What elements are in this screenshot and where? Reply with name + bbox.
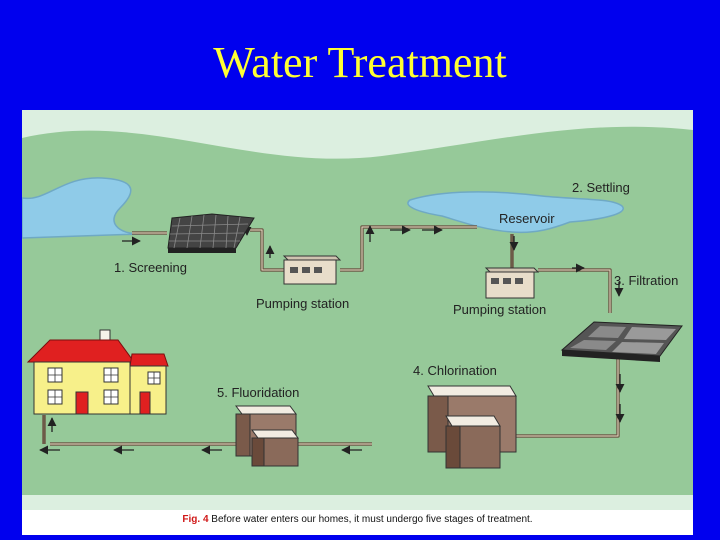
pumping-station-2 (484, 267, 540, 299)
label-reservoir: Reservoir (499, 211, 555, 226)
figure-panel: 1. Screening 2. Settling Reservoir 3. Fi… (22, 110, 693, 535)
chlorination-plant (427, 385, 517, 469)
slide-title: Water Treatment (213, 38, 507, 87)
reservoir-lake (407, 191, 624, 234)
river (22, 177, 141, 239)
figure-caption: Fig. 4 Before water enters our homes, it… (22, 514, 693, 525)
pumping-station-1 (282, 255, 342, 285)
caption-figure-number: Fig. 4 (182, 514, 209, 525)
caption-text: Before water enters our homes, it must u… (208, 514, 533, 525)
fluoridation-plant (235, 405, 299, 467)
label-chlorination: 4. Chlorination (413, 363, 497, 378)
label-pumping-station-1: Pumping station (256, 296, 349, 311)
filtration-beds (560, 321, 683, 362)
screening-filter (167, 213, 255, 253)
label-fluoridation: 5. Fluoridation (217, 385, 299, 400)
water-treatment-diagram: 1. Screening 2. Settling Reservoir 3. Fi… (22, 110, 693, 510)
label-screening: 1. Screening (114, 260, 187, 275)
house (26, 329, 169, 415)
label-filtration: 3. Filtration (614, 273, 678, 288)
label-settling: 2. Settling (572, 180, 630, 195)
label-pumping-station-2: Pumping station (453, 302, 546, 317)
